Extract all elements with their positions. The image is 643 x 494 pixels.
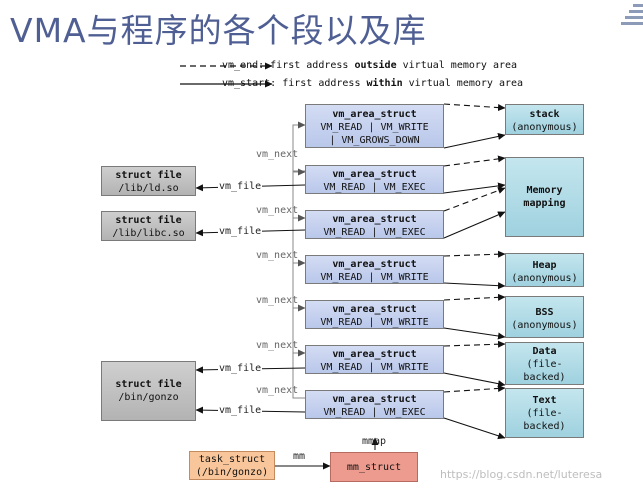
file-box-ld: struct file/lib/ld.so: [101, 166, 196, 196]
legend-vm-end: vm_end: first address outside virtual me…: [222, 60, 518, 71]
vm-file-label: vm_file: [218, 405, 263, 416]
decorative-stripes: [620, 0, 643, 34]
region-data: Data(file-backed): [505, 342, 584, 385]
task-struct-box: task_struct(/bin/gonzo): [189, 451, 275, 480]
region-stack: stack(anonymous): [505, 104, 584, 135]
vm-next-label: vm_next: [256, 205, 299, 216]
file-box-gonzo: struct file/bin/gonzo: [101, 361, 196, 421]
vm-next-label: vm_next: [256, 250, 299, 261]
mm-label: mm: [293, 451, 306, 462]
page-title: VMA与程序的各个段以及库: [10, 11, 427, 50]
vm-file-label: vm_file: [218, 363, 263, 374]
vm-file-label: vm_file: [218, 181, 263, 192]
region-text: Text(file-backed): [505, 388, 584, 438]
vm-next-label: vm_next: [256, 340, 299, 351]
vm-next-label: vm_next: [256, 385, 299, 396]
region-bss: BSS(anonymous): [505, 296, 584, 338]
mmap-label: mmap: [362, 436, 387, 447]
region-heap: Heap(anonymous): [505, 253, 584, 287]
file-box-libc: struct file/lib/libc.so: [101, 211, 196, 241]
mm-struct-box: mm_struct: [330, 452, 418, 482]
vm-next-label: vm_next: [256, 149, 299, 160]
vm-next-label: vm_next: [256, 295, 299, 306]
legend-vm-start: vm_start: first address within virtual m…: [222, 78, 524, 89]
vm-file-label: vm_file: [218, 226, 263, 237]
watermark: https://blog.csdn.net/luteresa: [440, 468, 603, 481]
